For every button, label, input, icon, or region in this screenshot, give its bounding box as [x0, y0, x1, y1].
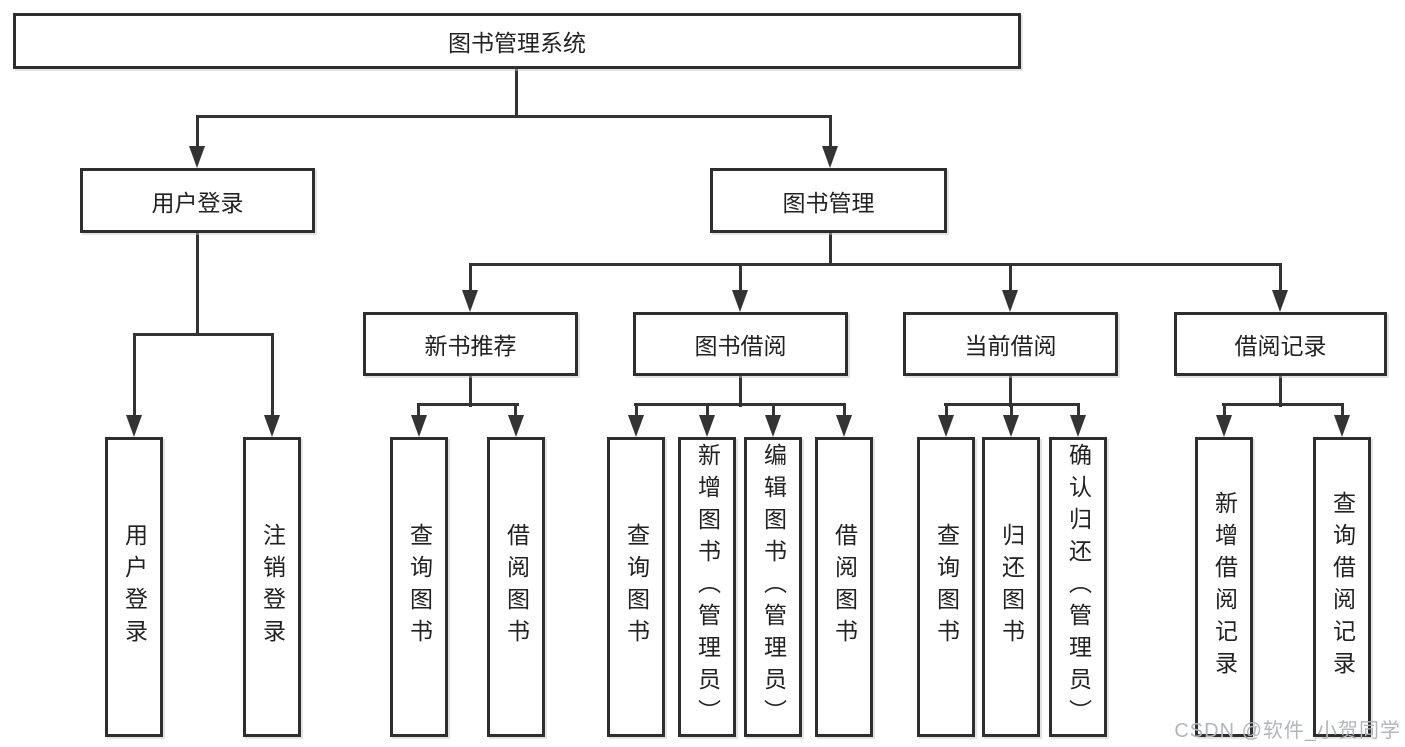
arrowhead-down-icon: [1002, 290, 1018, 312]
leaf-borrow-add-books-admin: 新增图书（管理员）: [678, 437, 736, 737]
arrowhead-down-icon: [765, 415, 781, 437]
arrowhead-down-icon: [836, 415, 852, 437]
connector-line: [739, 376, 742, 407]
arrowhead-down-icon: [411, 415, 427, 437]
leaf-user-login: 用户登录: [105, 437, 163, 737]
arrowhead-down-icon: [1003, 415, 1019, 437]
leaf-borrow-edit-books-admin: 编辑图书（管理员）: [744, 437, 802, 737]
connector-line: [417, 403, 420, 418]
arrowhead-down-icon: [822, 146, 838, 168]
leaf-records-add-record: 新增借阅记录: [1195, 437, 1253, 737]
arrowhead-down-icon: [264, 415, 280, 437]
connector-line: [133, 333, 136, 418]
connector-line: [1279, 263, 1282, 293]
leaf-recommend-borrow-books: 借阅图书: [487, 437, 545, 737]
connector-line: [196, 233, 199, 336]
leaf-borrow-borrow-books: 借阅图书: [815, 437, 873, 737]
connector-line: [133, 333, 274, 336]
connector-line: [271, 333, 274, 418]
leaf-records-query-record: 查询借阅记录: [1313, 437, 1371, 737]
connector-line: [469, 263, 1282, 266]
connector-line: [417, 403, 519, 406]
connector-line: [843, 403, 846, 418]
node-book-borrowing: 图书借阅: [633, 312, 848, 376]
connector-line: [1077, 403, 1080, 418]
leaf-current-return-books: 归还图书: [982, 437, 1040, 737]
arrowhead-down-icon: [699, 415, 715, 437]
connector-line: [945, 403, 948, 418]
leaf-current-query-books: 查询图书: [917, 437, 975, 737]
arrowhead-down-icon: [1272, 290, 1288, 312]
node-root: 图书管理系统: [13, 13, 1021, 69]
arrowhead-down-icon: [126, 415, 142, 437]
connector-line: [635, 403, 638, 418]
connector-line: [469, 263, 472, 293]
arrowhead-down-icon: [462, 290, 478, 312]
connector-line: [1009, 263, 1012, 293]
leaf-borrow-query-books: 查询图书: [607, 437, 665, 737]
arrowhead-down-icon: [628, 415, 644, 437]
connector-line: [514, 403, 517, 418]
connector-line: [739, 263, 742, 293]
connector-line: [1279, 376, 1282, 407]
arrowhead-down-icon: [1216, 415, 1232, 437]
connector-line: [634, 403, 846, 406]
connector-line: [469, 376, 472, 407]
leaf-recommend-query-books: 查询图书: [390, 437, 448, 737]
node-current-borrowing: 当前借阅: [903, 312, 1118, 376]
node-borrowing-records: 借阅记录: [1174, 312, 1387, 376]
node-new-book-recommendation: 新书推荐: [363, 312, 578, 376]
connector-line: [196, 115, 832, 118]
connector-line: [196, 115, 199, 151]
arrowhead-down-icon: [189, 146, 205, 168]
leaf-current-confirm-return-admin: 确认归还（管理员）: [1049, 437, 1107, 737]
arrowhead-down-icon: [1070, 415, 1086, 437]
node-user-login: 用户登录: [80, 168, 315, 233]
arrowhead-down-icon: [1334, 415, 1350, 437]
arrowhead-down-icon: [938, 415, 954, 437]
arrowhead-down-icon: [732, 290, 748, 312]
connector-line: [829, 233, 832, 266]
arrowhead-down-icon: [508, 415, 524, 437]
connector-line: [1010, 403, 1013, 418]
connector-line: [829, 115, 832, 151]
node-book-management: 图书管理: [710, 168, 947, 233]
connector-line: [706, 403, 709, 418]
connector-line: [515, 69, 518, 117]
connector-line: [772, 403, 775, 418]
watermark: CSDN @软件_小贺同学: [1174, 720, 1401, 742]
leaf-logout: 注销登录: [243, 437, 301, 737]
connector-line: [1009, 376, 1012, 407]
connector-line: [1341, 403, 1344, 418]
connector-line: [1222, 403, 1344, 406]
connector-line: [1223, 403, 1226, 418]
